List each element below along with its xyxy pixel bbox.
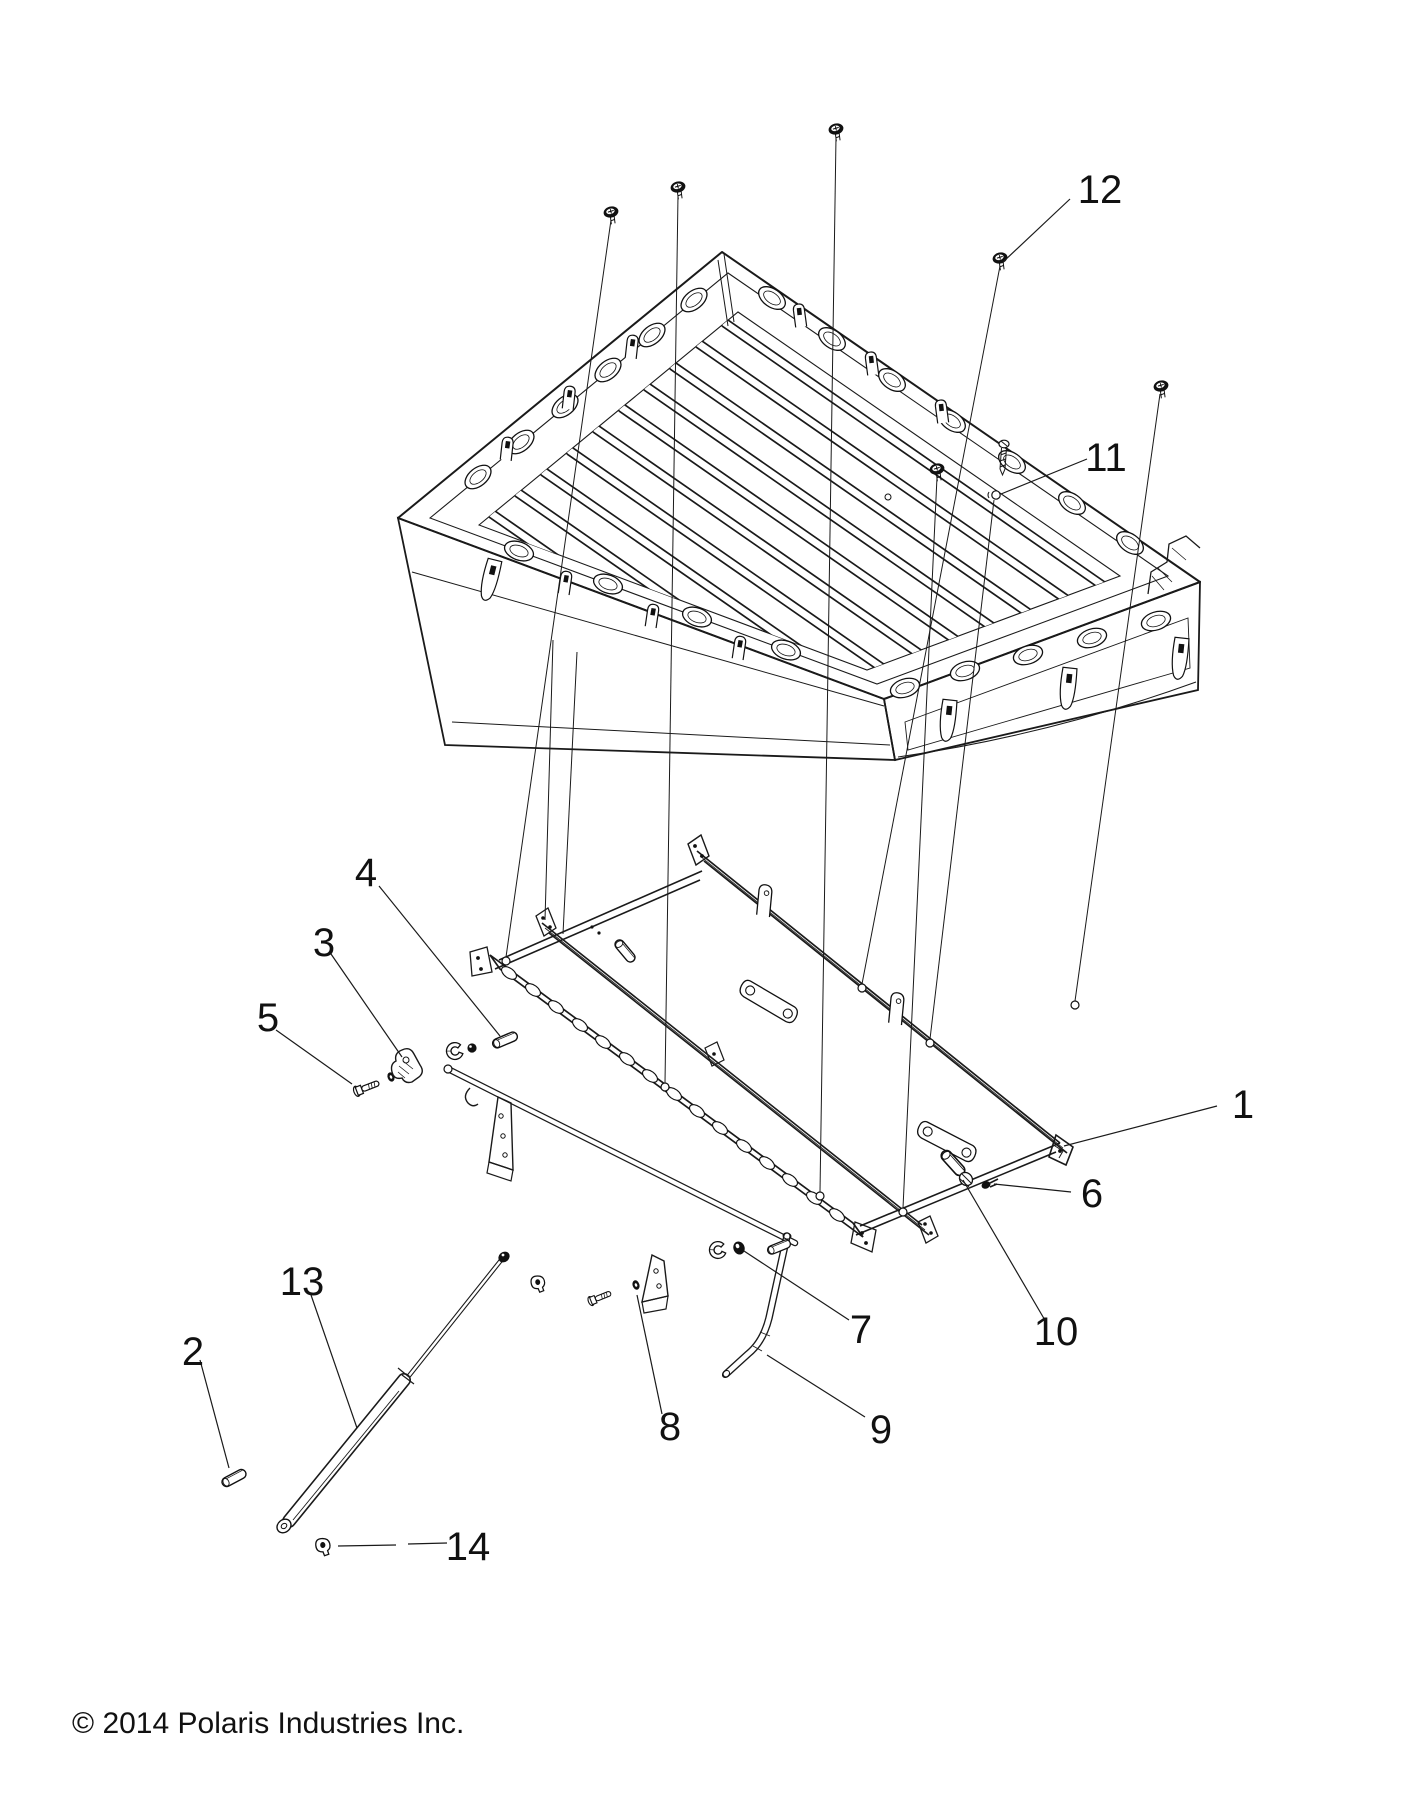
screw-12: [990, 250, 1011, 272]
clamp-near-7: [707, 1239, 728, 1261]
leader-11: [1000, 458, 1088, 495]
callout-leaders: [199, 198, 1218, 1547]
latch-hook-3: [390, 1047, 423, 1084]
leader-9: [766, 1354, 866, 1418]
leader-7: [743, 1250, 850, 1321]
floor-slats: [487, 318, 1120, 670]
cargo-box: [396, 251, 1201, 762]
clip-mid: [529, 1274, 547, 1294]
leader-4: [378, 885, 501, 1037]
leader-13: [310, 1294, 358, 1429]
middle-channel-rail: [535, 907, 939, 1244]
callout-4: 4: [355, 851, 377, 895]
callout-10: 10: [1034, 1310, 1079, 1354]
box-tailgate-wall: [882, 580, 1201, 762]
cross-member-left: [494, 870, 703, 970]
frame-pin: [612, 937, 638, 965]
perforated-rail: [469, 946, 877, 1253]
screw-1: [601, 204, 622, 226]
leader-10: [962, 1179, 1047, 1323]
callout-12: 12: [1078, 168, 1123, 212]
callout-9: 9: [870, 1408, 892, 1452]
copyright-notice: © 2014 Polaris Industries Inc.: [72, 1707, 464, 1740]
grommet-11: [987, 490, 1001, 500]
screw-2: [668, 179, 689, 201]
leader-3: [330, 953, 403, 1058]
leader-12: [1002, 198, 1071, 263]
small-parts: [219, 1029, 999, 1558]
box-rim: [397, 251, 1201, 700]
clamp-near-3: [443, 1040, 465, 1062]
hinge-bracket-center: [735, 977, 802, 1026]
pin-10: [938, 1147, 974, 1188]
screw-trajectory-lines: [505, 136, 1161, 1209]
leader-2: [199, 1359, 230, 1469]
mounting-screws: [601, 121, 1172, 500]
callout-7: 7: [850, 1308, 872, 1352]
screw-3: [826, 121, 847, 143]
rear-support-rail: [687, 833, 1074, 1167]
latch-rod-assembly: [443, 1064, 799, 1379]
leader-8: [636, 1294, 663, 1415]
pivot-flag-bracket: [486, 1095, 514, 1182]
screw-5: [1151, 378, 1172, 400]
cross-member-right: [855, 1142, 1061, 1236]
callout-2: 2: [182, 1330, 204, 1374]
bent-latch-rod: [721, 1232, 792, 1379]
screw-mid: [586, 1288, 613, 1307]
rim-hanging-clips: [476, 557, 1190, 743]
callout-5: 5: [257, 996, 279, 1040]
pin-near-7: [765, 1237, 793, 1257]
leader-6: [993, 1183, 1072, 1193]
box-corner-seam: [717, 253, 735, 327]
ball-stud: [467, 1043, 477, 1053]
gas-strut: [276, 1251, 510, 1534]
box-corner-notch: [1147, 535, 1201, 595]
box-floor: [477, 311, 1122, 671]
bolt-5: [351, 1077, 382, 1098]
callout-13: 13: [280, 1260, 325, 1304]
callout-11: 11: [1085, 436, 1127, 480]
callout-8: 8: [659, 1405, 681, 1449]
pin-2: [219, 1467, 249, 1489]
clip-14: [314, 1537, 332, 1558]
latch-flag-bracket: [641, 1253, 669, 1314]
callout-3: 3: [313, 921, 335, 965]
floor-hole: [884, 493, 892, 501]
callout-14: 14: [446, 1525, 491, 1569]
tapping-screw-11: [998, 439, 1010, 477]
leader-1: [1063, 1105, 1218, 1147]
nut-7: [733, 1241, 745, 1255]
callout-1: 1: [1232, 1083, 1254, 1127]
callout-6: 6: [1081, 1172, 1103, 1216]
pin-4: [490, 1029, 520, 1051]
leader-14: [337, 1542, 448, 1547]
washer-8: [631, 1279, 641, 1291]
mounting-frame: [469, 833, 1074, 1253]
leader-5: [275, 1029, 353, 1085]
